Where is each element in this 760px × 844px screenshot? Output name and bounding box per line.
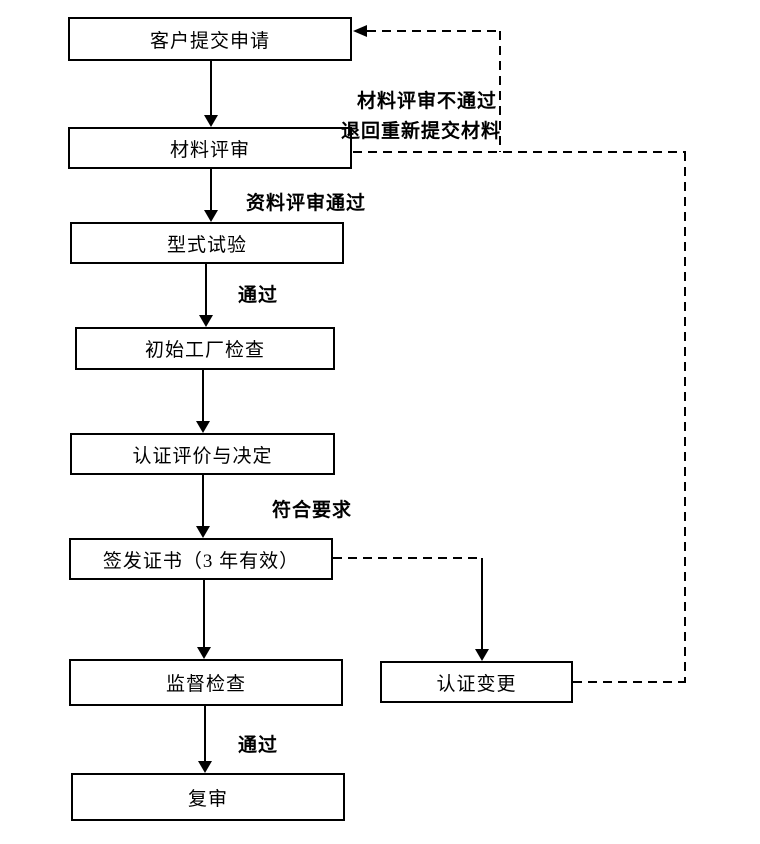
- arrow-head: [197, 647, 211, 659]
- edge-label-type-test-pass: 通过: [238, 285, 279, 306]
- flow-box-material-review: 材料评审: [68, 127, 352, 169]
- arrow-head: [204, 115, 218, 127]
- flow-box-certification-evaluation: 认证评价与决定: [70, 433, 335, 475]
- arrow-material-review-to-type-test-icon: [204, 169, 218, 222]
- arrow-type-test-to-factory-inspection-icon: [199, 264, 213, 327]
- arrow-shaft: [204, 706, 206, 764]
- dashed-certificate-branch-segment: [333, 557, 482, 559]
- flow-box-supervision-inspection: 监督检查: [69, 659, 343, 706]
- dashed-change-loop-right-segment: [684, 152, 686, 682]
- dashed-return-arrowhead-icon: [353, 25, 367, 37]
- arrow-head: [204, 210, 218, 222]
- arrow-application-to-material-review-icon: [204, 61, 218, 127]
- edge-label-material-review-fail-line2: 退回重新提交材料: [341, 121, 502, 142]
- arrow-shaft: [202, 370, 204, 424]
- arrow-shaft: [205, 264, 207, 318]
- edge-label-supervision-pass: 通过: [238, 735, 279, 756]
- arrow-head: [196, 526, 210, 538]
- arrow-evaluation-to-certificate-icon: [196, 475, 210, 538]
- flow-box-customer-application: 客户提交申请: [68, 17, 352, 61]
- flow-box-initial-factory-inspection: 初始工厂检查: [75, 327, 335, 370]
- arrow-head: [199, 315, 213, 327]
- arrow-head: [198, 761, 212, 773]
- arrow-factory-inspection-to-evaluation-icon: [196, 370, 210, 433]
- arrow-certificate-to-certification-change-icon: [475, 558, 489, 661]
- arrow-shaft: [210, 61, 212, 118]
- arrow-shaft: [202, 475, 204, 529]
- dashed-return-vertical-segment: [499, 31, 501, 152]
- arrow-shaft: [210, 169, 212, 213]
- arrow-head: [475, 649, 489, 661]
- edge-label-material-review-fail-line1: 材料评审不通过: [357, 91, 498, 112]
- edge-label-meets-requirements: 符合要求: [272, 500, 353, 521]
- flow-box-certificate-issue: 签发证书（3 年有效）: [69, 538, 333, 580]
- arrow-head: [196, 421, 210, 433]
- arrow-certificate-to-supervision-icon: [197, 580, 211, 659]
- arrow-supervision-to-reexamination-icon: [198, 706, 212, 773]
- arrow-shaft: [481, 558, 483, 652]
- dashed-return-top-segment: [367, 30, 501, 32]
- flow-box-type-test: 型式试验: [70, 222, 344, 264]
- arrow-shaft: [203, 580, 205, 650]
- dashed-change-loop-top-segment: [353, 151, 686, 153]
- edge-label-material-review-pass: 资料评审通过: [246, 193, 367, 214]
- flow-box-certification-change: 认证变更: [380, 661, 573, 703]
- flow-box-reexamination: 复审: [71, 773, 345, 821]
- dashed-change-loop-bottom-segment: [573, 681, 686, 683]
